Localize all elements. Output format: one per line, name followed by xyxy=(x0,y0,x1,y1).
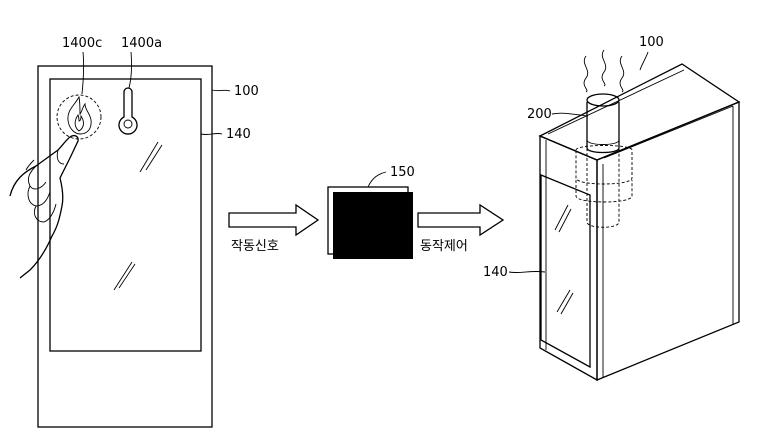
steam-line xyxy=(583,55,589,93)
leader-150 xyxy=(367,171,387,188)
collar-opening xyxy=(586,139,620,145)
edge-line xyxy=(603,105,734,159)
hand-knuckle xyxy=(33,203,57,223)
device-side-face xyxy=(596,101,740,381)
label-100-left: 100 xyxy=(234,84,259,99)
glare-line xyxy=(560,292,574,315)
glare-line xyxy=(556,289,571,313)
device-body xyxy=(37,65,213,428)
thermometer-icon[interactable] xyxy=(118,87,138,135)
hand-icon xyxy=(9,134,79,279)
label-1400a: 1400a xyxy=(121,36,162,51)
flame-inner xyxy=(74,114,84,132)
processor-shadow xyxy=(333,192,413,259)
leader-140-left xyxy=(200,132,223,136)
collar xyxy=(575,145,633,185)
glare-line xyxy=(113,261,133,291)
arrow-left-shape xyxy=(228,203,320,237)
steam-icon xyxy=(583,49,625,93)
arrow-left xyxy=(228,203,320,237)
device-screen xyxy=(49,78,202,352)
flame-icon[interactable] xyxy=(56,94,102,140)
leader-100-left xyxy=(211,89,231,92)
container-hidden xyxy=(586,148,620,228)
label-150: 150 xyxy=(390,165,415,180)
leader-1400a xyxy=(128,51,133,89)
right-device xyxy=(538,63,741,382)
thermometer-body xyxy=(118,87,138,135)
left-device xyxy=(37,65,213,428)
glare-line xyxy=(145,144,163,171)
left-labels: 1400c 1400a 100 140 xyxy=(62,36,259,142)
hand-finger-crease xyxy=(56,149,65,165)
leader-100-right xyxy=(639,51,649,71)
selection-circle xyxy=(56,94,102,140)
processor-label: 프로세서부 xyxy=(338,215,398,230)
label-200: 200 xyxy=(527,107,552,122)
glare-line xyxy=(118,263,136,289)
flame-outer xyxy=(67,95,92,135)
container-200 xyxy=(575,93,633,228)
glare-line xyxy=(554,204,569,231)
steam-line xyxy=(601,49,607,87)
leader-140-right xyxy=(508,270,546,274)
device-top-face xyxy=(538,63,741,161)
label-140-left: 140 xyxy=(226,127,251,142)
label-100-right: 100 xyxy=(639,35,664,50)
arrow-right-caption: 동작제어 xyxy=(420,239,468,254)
right-labels: 100 200 140 xyxy=(483,35,664,280)
arrow-right xyxy=(417,203,505,237)
edge-line xyxy=(547,69,685,135)
collar-lower xyxy=(575,180,633,203)
glare-line xyxy=(139,141,159,173)
leader-1400c xyxy=(81,51,85,95)
arrow-left-caption: 작동신호 xyxy=(231,239,279,254)
label-140-right: 140 xyxy=(483,265,508,280)
processor-box: 프로세서부 xyxy=(327,186,413,259)
steam-line xyxy=(619,55,625,93)
container-top xyxy=(586,93,620,107)
leader-200 xyxy=(551,112,589,117)
device-front-face xyxy=(539,135,598,382)
glare-line xyxy=(558,208,572,233)
arrow-right-shape xyxy=(417,203,505,237)
front-display xyxy=(540,174,591,369)
label-1400c: 1400c xyxy=(62,36,102,51)
hand-knuckle xyxy=(27,185,51,207)
hand-finger-crease xyxy=(25,159,35,171)
hand-outline xyxy=(9,134,79,279)
thermometer-bulb xyxy=(123,119,133,129)
